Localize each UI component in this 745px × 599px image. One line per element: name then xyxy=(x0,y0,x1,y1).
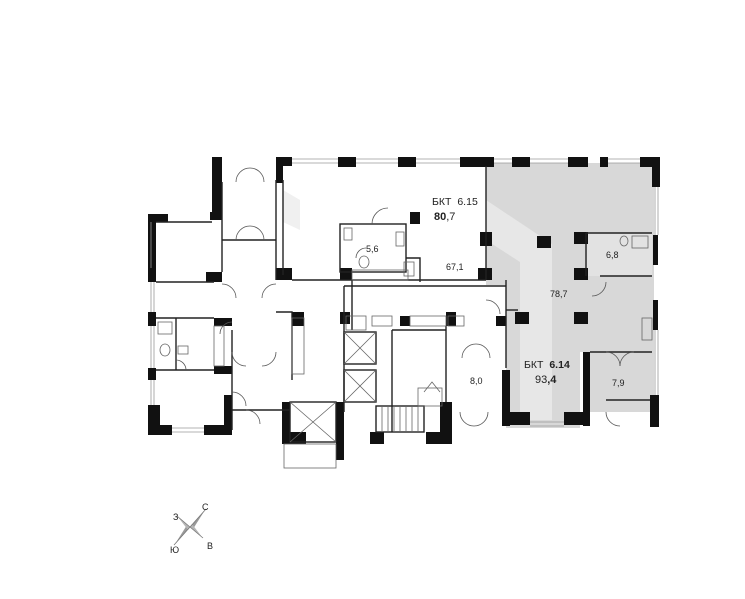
unit-6-15-area-int: 80 xyxy=(434,211,446,223)
svg-text:БКТ 6.15: БКТ 6.15 xyxy=(432,196,478,208)
unit-6-14-number: 6.14 xyxy=(549,359,570,371)
unit-6-15-number: 6.15 xyxy=(457,196,478,208)
door-swings xyxy=(175,167,635,427)
compass-east: В xyxy=(207,541,213,551)
room-area-label: 67,1 xyxy=(446,262,464,272)
room-area-label: 5,6 xyxy=(366,244,379,254)
compass-star-icon xyxy=(173,508,207,546)
compass-rose: С З Ю В xyxy=(170,502,213,555)
unit-6-14-prefix: БКТ xyxy=(524,359,544,371)
windows xyxy=(150,158,659,433)
unit-6-14-area-int: 93 xyxy=(535,374,547,386)
unit-6-15-area-dec: ,7 xyxy=(446,211,455,223)
compass-north: С xyxy=(202,502,209,512)
interior-walls xyxy=(156,166,653,469)
exterior-walls xyxy=(148,157,660,460)
unit-6-14-area-dec: ,4 xyxy=(547,374,557,386)
svg-text:80,7: 80,7 xyxy=(434,211,455,223)
compass-south: Ю xyxy=(170,545,179,555)
room-6-8-area xyxy=(587,233,652,276)
unit-label-6-15[interactable]: БКТ 6.15 80,7 xyxy=(432,196,478,223)
svg-text:БКТ 6.14: БКТ 6.14 xyxy=(524,359,570,371)
room-area-label: 8,0 xyxy=(470,376,483,386)
unit-6-15-watermark xyxy=(283,190,300,230)
unit-6-14-area[interactable] xyxy=(486,163,654,428)
room-area-label: 7,9 xyxy=(612,378,625,388)
unit-6-14-watermark xyxy=(486,200,552,420)
staircase xyxy=(375,381,443,433)
compass-west: З xyxy=(173,512,178,522)
svg-text:93,4: 93,4 xyxy=(535,374,557,386)
unit-6-15-prefix: БКТ xyxy=(432,196,452,208)
room-area-label: 6,8 xyxy=(606,250,619,260)
unit-label-6-14[interactable]: БКТ 6.14 93,4 xyxy=(524,359,570,386)
room-area-label: 78,7 xyxy=(550,289,568,299)
